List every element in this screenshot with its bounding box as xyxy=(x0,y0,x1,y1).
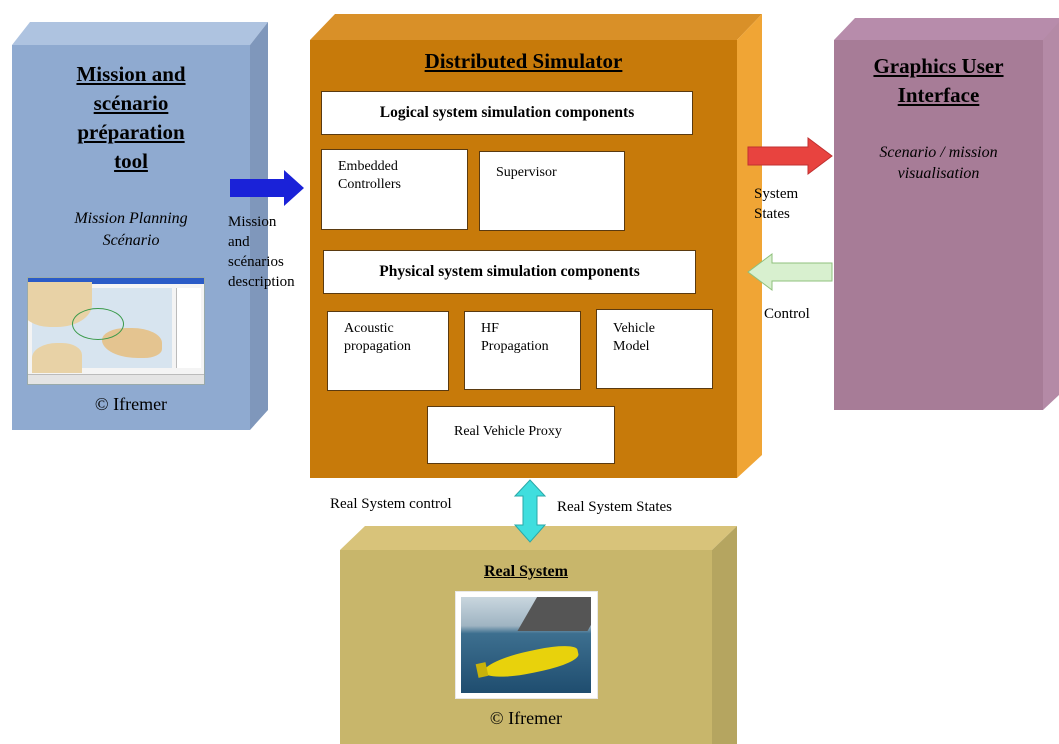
map-land-3 xyxy=(32,343,82,373)
control-label: Control xyxy=(764,306,810,322)
real-block-top-face xyxy=(340,526,737,550)
acoustic-propagation-box: Acoustic propagation xyxy=(327,311,449,391)
acoustic-line1: Acoustic xyxy=(344,321,394,336)
mission-tool-title-line3: préparation xyxy=(77,120,185,144)
gui-title: Graphics User Interface xyxy=(834,52,1043,110)
mission-connector-label: Mission and scénarios description xyxy=(228,212,295,292)
mission-tool-title-line1: Mission and xyxy=(76,62,186,86)
gui-title-line2: Interface xyxy=(897,83,980,107)
system-states-line2: States xyxy=(754,206,790,222)
mission-connector-line4: description xyxy=(228,274,295,290)
screenshot-statusbar xyxy=(28,374,204,384)
hf-line2: Propagation xyxy=(481,339,549,354)
left-block-top-face xyxy=(12,22,268,45)
mission-tool-title: Mission and scénario préparation tool xyxy=(12,60,250,176)
real-system-credit: © Ifremer xyxy=(489,708,563,728)
photo-scene xyxy=(461,597,591,693)
gui-subtitle-line1: Scenario / mission xyxy=(879,144,998,161)
arrow-real-system-bidirectional xyxy=(513,479,547,543)
mission-tool-subtitle: Mission Planning Scénario xyxy=(12,208,250,252)
photo-vehicle-fin xyxy=(475,662,489,678)
mission-tool-subtitle-line2: Scénario xyxy=(102,232,160,249)
simulator-title: Distributed Simulator xyxy=(424,49,623,73)
vehicle-model-box: Vehicle Model xyxy=(596,309,713,389)
hf-line1: HF xyxy=(481,321,499,336)
simulator-side-face xyxy=(737,14,762,478)
arrow-system-states xyxy=(747,137,833,175)
mission-connector-line3: scénarios xyxy=(228,254,284,270)
gui-title-line1: Graphics User xyxy=(873,54,1004,78)
embedded-controllers-box: Embedded Controllers xyxy=(321,149,468,230)
gui-subtitle: Scenario / mission visualisation xyxy=(834,142,1043,184)
system-states-line1: System xyxy=(754,186,799,202)
supervisor-label: Supervisor xyxy=(496,165,557,180)
vehicle-line1: Vehicle xyxy=(613,321,655,336)
screenshot-titlebar xyxy=(28,278,204,284)
system-states-label: System States xyxy=(754,184,798,224)
real-vehicle-proxy-box: Real Vehicle Proxy xyxy=(427,406,615,464)
mission-connector-line2: and xyxy=(228,234,250,250)
screenshot-side-panel xyxy=(176,288,201,368)
mission-tool-title-line4: tool xyxy=(114,149,148,173)
gui-subtitle-line2: visualisation xyxy=(897,165,980,182)
mission-connector-line1: Mission xyxy=(228,214,277,230)
real-vehicle-proxy-label: Real Vehicle Proxy xyxy=(454,424,562,439)
logical-components-header: Logical system simulation components xyxy=(321,91,693,135)
mission-tool-credit: © Ifremer xyxy=(94,394,168,414)
supervisor-box: Supervisor xyxy=(479,151,625,231)
real-system-photo xyxy=(455,591,598,699)
photo-hull xyxy=(517,597,591,631)
mission-planning-screenshot xyxy=(27,277,205,385)
acoustic-line2: propagation xyxy=(344,339,411,354)
gui-block-front-face xyxy=(834,40,1043,410)
real-system-states-label: Real System States xyxy=(557,499,672,515)
embedded-controllers-line2: Controllers xyxy=(338,177,401,192)
simulator-top-face xyxy=(310,14,762,40)
real-system-title: Real System xyxy=(484,563,568,580)
screenshot-map xyxy=(28,282,172,373)
vehicle-line2: Model xyxy=(613,339,650,354)
map-route xyxy=(72,308,124,340)
left-block-side-face xyxy=(250,22,268,430)
embedded-controllers-line1: Embedded xyxy=(338,159,398,174)
mission-tool-title-line2: scénario xyxy=(93,91,169,115)
hf-propagation-box: HF Propagation xyxy=(464,311,581,390)
mission-tool-subtitle-line1: Mission Planning xyxy=(74,210,188,227)
arrow-mission-to-simulator xyxy=(230,170,304,206)
photo-vehicle xyxy=(481,641,581,683)
physical-components-header: Physical system simulation components xyxy=(323,250,696,294)
real-block-side-face xyxy=(712,526,737,744)
gui-block-top-face xyxy=(834,18,1059,40)
real-system-control-label: Real System control xyxy=(330,496,452,512)
arrow-control xyxy=(747,253,833,291)
gui-block-side-face xyxy=(1043,22,1059,410)
